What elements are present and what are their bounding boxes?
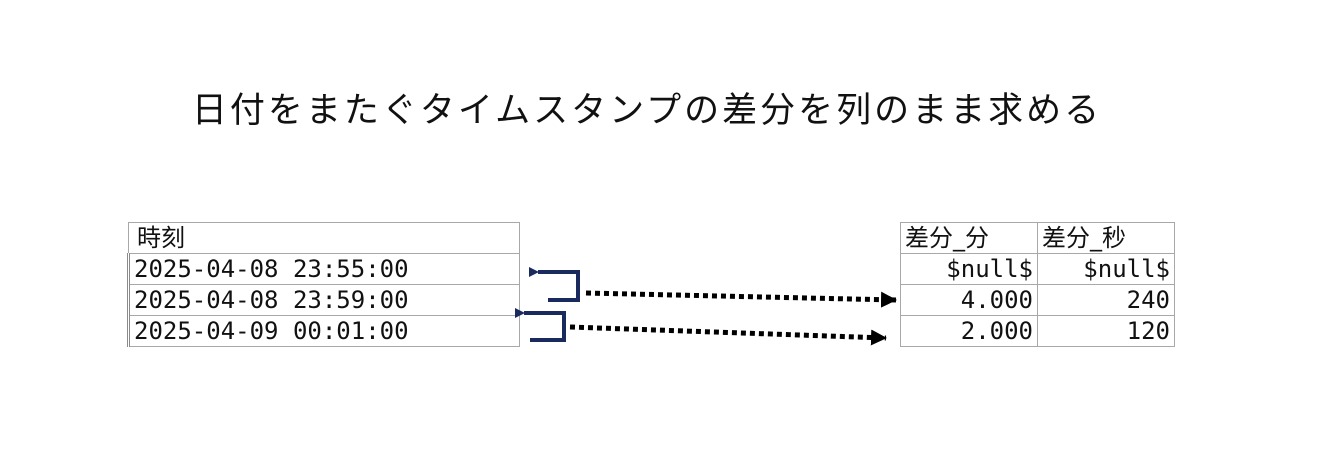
- bracket-arrow-prev-row: [529, 267, 580, 302]
- table-row: 2025-04-09 00:01:00: [127, 315, 520, 347]
- table-row: 2.000 120: [900, 315, 1175, 347]
- diff-minutes-cell: 4.000: [900, 284, 1038, 316]
- diff-minutes-cell: $null$: [900, 253, 1038, 285]
- diagram-title: 日付をまたぐタイムスタンプの差分を列のまま求める: [191, 91, 1103, 131]
- column-header-diff-minutes: 差分_分: [900, 222, 1038, 254]
- timestamp-cell: 2025-04-09 00:01:00: [127, 315, 520, 347]
- timestamp-table: 時刻 2025-04-08 23:55:00 2025-04-08 23:59:…: [127, 222, 520, 347]
- table-header-row: 時刻: [128, 222, 520, 254]
- diff-seconds-cell: $null$: [1037, 253, 1175, 285]
- timestamp-cell: 2025-04-08 23:59:00: [127, 284, 520, 316]
- diff-seconds-cell: 240: [1037, 284, 1175, 316]
- difference-table: 差分_分 差分_秒 $null$ $null$ 4.000 240 2.000 …: [900, 222, 1175, 347]
- diff-seconds-cell: 120: [1037, 315, 1175, 347]
- table-header-row: 差分_分 差分_秒: [900, 222, 1175, 254]
- dotted-arrow-to-result: [585, 290, 897, 308]
- dotted-arrow-to-result: [569, 324, 887, 346]
- table-row: 4.000 240: [900, 284, 1175, 316]
- table-row: $null$ $null$: [900, 253, 1175, 285]
- column-header-diff-seconds: 差分_秒: [1037, 222, 1175, 254]
- column-header-time: 時刻: [128, 222, 520, 254]
- table-row: 2025-04-08 23:59:00: [127, 284, 520, 316]
- diff-minutes-cell: 2.000: [900, 315, 1038, 347]
- bracket-arrow-prev-row: [515, 308, 566, 342]
